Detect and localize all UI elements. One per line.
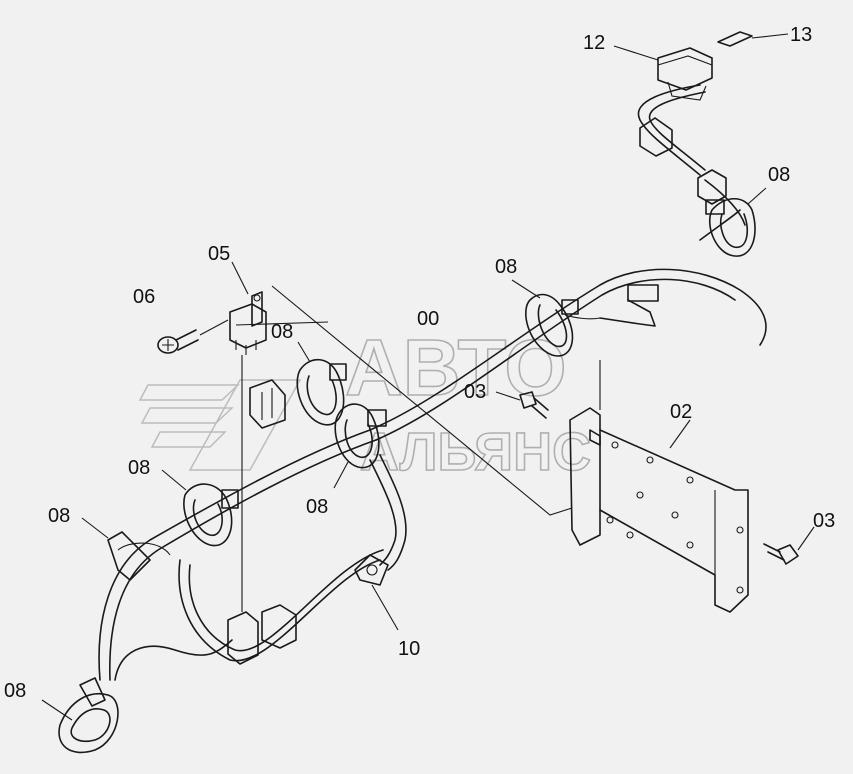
callout-03-lower: 03 [813, 510, 835, 532]
screw-06 [157, 319, 229, 354]
clamp-08-g [79, 677, 106, 707]
callout-08-g: 08 [4, 680, 26, 702]
grommet-10 [354, 554, 389, 586]
switch-12 [639, 47, 713, 157]
clamp-08-a [525, 293, 579, 357]
clamp-08-b [705, 197, 756, 257]
wiring-harness [58, 84, 767, 754]
label-plate-13 [717, 31, 753, 47]
callout-08-e: 08 [128, 457, 150, 479]
callout-02: 02 [670, 401, 692, 423]
watermark-logo-icon [138, 379, 302, 471]
relay-05 [229, 291, 267, 355]
callout-05: 05 [208, 243, 230, 265]
watermark: АВТО АЛЬЯНС [138, 322, 592, 483]
connector-plug [697, 169, 727, 205]
clamp-08-c [296, 358, 347, 426]
watermark-line1: АВТО [345, 323, 567, 412]
leader-lines [41, 33, 815, 721]
callout-08-c: 08 [271, 321, 293, 343]
callout-08-d: 08 [306, 496, 328, 518]
clamp-08-d [334, 403, 387, 469]
callouts: 12 13 08 08 00 05 06 08 03 02 08 08 08 0… [4, 24, 835, 702]
watermark-line2: АЛЬЯНС [360, 422, 591, 482]
bolt-03-lower [763, 543, 799, 565]
callout-03-upper: 03 [464, 381, 486, 403]
callout-13: 13 [790, 24, 812, 46]
callout-12: 12 [583, 32, 605, 54]
callout-10: 10 [398, 638, 420, 660]
callout-08-f: 08 [48, 505, 70, 527]
clamp-08-e [183, 483, 239, 547]
clamp-08-f [107, 531, 171, 581]
callout-08-a: 08 [495, 256, 517, 278]
callout-08-b: 08 [768, 164, 790, 186]
callout-06: 06 [133, 286, 155, 308]
callout-00: 00 [417, 308, 439, 330]
bolt-03-upper [519, 391, 549, 419]
bracket-02 [569, 407, 749, 613]
